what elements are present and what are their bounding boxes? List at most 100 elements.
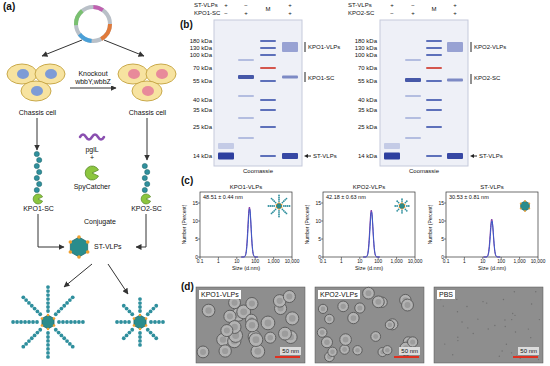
gel-band <box>405 59 421 61</box>
speckle <box>539 319 540 320</box>
gel-band <box>405 117 421 119</box>
antigen-unit <box>46 293 50 297</box>
antigen-unit <box>19 320 23 324</box>
tick-label: 15 <box>315 201 321 206</box>
edge-label: Knockout wbbY,wbbZ <box>70 70 116 86</box>
vlp-particle <box>261 316 275 330</box>
vlp-capsid <box>134 315 146 329</box>
speckle <box>466 306 467 307</box>
antigen-unit <box>62 304 66 308</box>
speckle <box>528 328 529 329</box>
antigen-unit <box>46 309 50 313</box>
axis-tick <box>444 239 446 240</box>
gel-band <box>447 42 463 52</box>
vlp-particle <box>321 337 332 348</box>
marker-size: 35 kDa <box>193 107 212 113</box>
capsid-dot <box>404 207 406 209</box>
vlp-core <box>282 330 288 336</box>
axis-title: Number (Percent) <box>305 205 310 245</box>
node-label: KPO2-SC <box>131 205 162 213</box>
axis-tick <box>321 203 323 204</box>
vlp-particle <box>279 327 292 340</box>
antigen-unit <box>128 310 132 314</box>
flow-arrow <box>64 264 92 287</box>
tick-label: 1,000 <box>514 260 526 265</box>
antigen-unit <box>24 298 28 302</box>
antigen-unit <box>272 199 274 201</box>
vlp-core <box>405 302 411 308</box>
size-curve <box>483 219 500 257</box>
step-label: Conjugate <box>84 218 116 225</box>
marker-size: 35 kDa <box>358 107 377 113</box>
antigen-unit <box>283 200 285 202</box>
band-bracket <box>471 42 472 52</box>
antigen-unit <box>46 301 50 305</box>
axis-tick <box>198 257 200 258</box>
speckle <box>457 337 458 338</box>
capsid-dot <box>77 235 81 239</box>
antigen-unit <box>401 200 403 202</box>
antigen-unit <box>123 320 127 324</box>
antigen-unit <box>401 212 403 214</box>
antigen-unit <box>46 289 50 293</box>
marker-size: 100 kDa <box>355 52 377 58</box>
flow-arrow <box>37 118 38 150</box>
vlp-particle <box>353 346 362 355</box>
vlp-core <box>286 293 292 299</box>
antigen-unit <box>142 175 147 180</box>
antigen-unit <box>278 200 280 202</box>
vlp-icon <box>115 297 165 347</box>
antigen-unit <box>405 202 407 204</box>
antigen-unit <box>142 163 147 168</box>
lane-sign: − <box>411 2 415 8</box>
antigen-unit <box>268 205 270 207</box>
gel-band <box>426 54 442 56</box>
antigen-unit <box>125 307 129 311</box>
speckle <box>501 350 502 351</box>
antigen-unit <box>283 210 285 212</box>
vlp-core <box>330 349 335 354</box>
lane-sign: + <box>288 2 292 8</box>
gel-band <box>260 47 276 49</box>
antigen-unit <box>138 339 142 343</box>
antigen-unit <box>278 198 280 200</box>
gel-band <box>282 76 298 79</box>
size-curve <box>241 207 258 257</box>
plasmid-gene <box>76 7 110 41</box>
lane-sign: − <box>224 10 228 16</box>
gel-band <box>260 40 276 42</box>
antigen-unit <box>46 339 50 343</box>
antigen-unit <box>406 205 408 207</box>
antigen-unit <box>34 175 39 180</box>
gel-band <box>260 80 276 82</box>
antigen-unit <box>46 285 50 289</box>
capsid-dot <box>139 314 142 317</box>
cell-body <box>132 81 162 101</box>
marker-size: 130 kDa <box>355 45 377 51</box>
tick-label: 5 <box>318 237 321 242</box>
antigen-unit <box>46 347 50 351</box>
vlp-particle <box>338 301 349 312</box>
vlp-particle <box>371 332 381 342</box>
vlp-carrier: ST-VLPs <box>64 232 136 262</box>
antigen-unit <box>54 312 58 316</box>
capsid-dot <box>69 240 73 244</box>
gel-band <box>260 67 276 69</box>
marker-size: 55 kDa <box>358 78 377 84</box>
protein-construct: KPO1-SC <box>12 150 64 214</box>
marker-size: 70 kDa <box>358 65 377 71</box>
marker-size: 70 kDa <box>193 65 212 71</box>
capsid-dot <box>401 208 403 210</box>
speckle <box>444 343 445 344</box>
enzyme-label: SpyCatcher <box>74 183 111 190</box>
plus-sign: + <box>90 154 94 161</box>
antigen-unit <box>138 335 142 339</box>
speckle <box>511 319 512 320</box>
flow-arrow <box>70 88 116 89</box>
size-curve <box>363 210 380 257</box>
capsid-dot <box>278 202 280 204</box>
speckle <box>457 311 458 312</box>
lane-sign: + <box>453 10 457 16</box>
antigen-unit <box>130 312 134 316</box>
vlp-core <box>366 290 372 296</box>
